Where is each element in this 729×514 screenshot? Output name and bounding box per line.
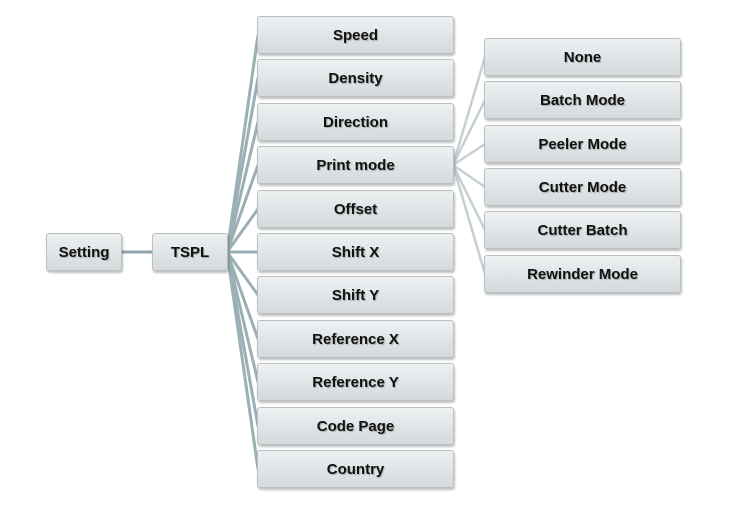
node-offset[interactable]: Offset (257, 190, 454, 228)
node-peeler-mode[interactable]: Peeler Mode (484, 125, 681, 163)
node-country[interactable]: Country (257, 450, 454, 488)
connector-tspl-reference-x (225, 251, 260, 340)
node-label: Density (328, 69, 383, 87)
node-direction[interactable]: Direction (257, 103, 454, 141)
node-speed[interactable]: Speed (257, 16, 454, 54)
connector-print-mode-peeler-mode (452, 142, 486, 167)
node-label: Country (326, 460, 385, 478)
connector-print-mode-rewinder-mode (451, 164, 487, 275)
node-setting[interactable]: Setting (46, 233, 122, 271)
connector-tspl-direction (225, 121, 260, 253)
connector-print-mode-cutter-mode (452, 163, 486, 189)
node-label: Code Page (316, 417, 395, 435)
node-cutter-mode[interactable]: Cutter Mode (484, 168, 681, 206)
node-shift-x[interactable]: Shift X (257, 233, 454, 271)
connector-print-mode-none (451, 56, 487, 166)
connector-tspl-offset (225, 208, 260, 253)
node-label: Batch Mode (539, 91, 625, 109)
node-density[interactable]: Density (257, 59, 454, 97)
connector-print-mode-batch-mode (451, 99, 487, 166)
connector-tspl-shift-y (225, 251, 260, 296)
node-label: Speed (332, 26, 378, 44)
tspl-connectors (225, 34, 260, 470)
connector-print-mode-cutter-batch (451, 164, 487, 231)
print-mode-connectors (451, 56, 487, 275)
node-rewinder-mode[interactable]: Rewinder Mode (484, 255, 681, 293)
connector-tspl-country (225, 251, 260, 470)
node-label: TSPL (170, 243, 210, 261)
node-label: Rewinder Mode (527, 265, 638, 283)
node-label: None (563, 48, 602, 66)
node-code-page[interactable]: Code Page (257, 407, 454, 445)
node-print-mode[interactable]: Print mode (257, 146, 454, 184)
node-label: Shift Y (331, 286, 380, 304)
node-reference-x[interactable]: Reference X (257, 320, 454, 358)
node-label: Cutter Mode (538, 178, 627, 196)
node-reference-y[interactable]: Reference Y (257, 363, 454, 401)
node-label: Offset (333, 200, 378, 218)
node-label: Peeler Mode (538, 135, 627, 153)
node-label: Reference Y (312, 373, 399, 391)
node-shift-y[interactable]: Shift Y (257, 276, 454, 314)
node-label: Print mode (316, 156, 395, 174)
node-batch-mode[interactable]: Batch Mode (484, 81, 681, 119)
node-label: Cutter Batch (537, 221, 628, 239)
node-label: Reference X (312, 330, 399, 348)
node-tspl[interactable]: TSPL (152, 233, 228, 271)
node-label: Setting (58, 243, 110, 261)
node-label: Direction (322, 113, 388, 131)
connector-tspl-print-mode (225, 164, 260, 253)
node-none[interactable]: None (484, 38, 681, 76)
node-label: Shift X (331, 243, 380, 261)
node-cutter-batch[interactable]: Cutter Batch (484, 211, 681, 249)
connector-tspl-density (225, 77, 260, 253)
